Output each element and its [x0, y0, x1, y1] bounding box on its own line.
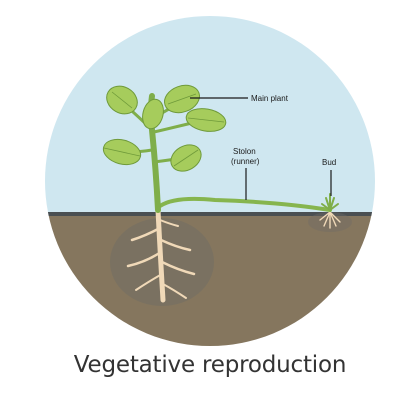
leaf-top-left [106, 85, 138, 115]
label-main-plant: Main plant [251, 94, 289, 103]
leaves [102, 84, 227, 172]
label-stolon: Stolon [233, 147, 256, 156]
sky-background [45, 16, 375, 214]
leaf-right-lower [170, 144, 202, 172]
bud-shoot [321, 193, 339, 211]
leaf-left-lower [102, 138, 142, 166]
caption-title: Vegetative reproduction [73, 352, 347, 378]
main-plant-roots [126, 207, 196, 303]
leaf-top-center [142, 98, 164, 130]
leader-lines [190, 97, 332, 200]
leaf-top-right [164, 84, 200, 114]
leaf-right [185, 108, 227, 132]
soil-surface-line [45, 212, 375, 216]
label-bud: Bud [322, 158, 336, 167]
stolon-runner [158, 196, 332, 212]
bud-roots [319, 211, 341, 229]
label-runner: (runner) [231, 157, 260, 166]
